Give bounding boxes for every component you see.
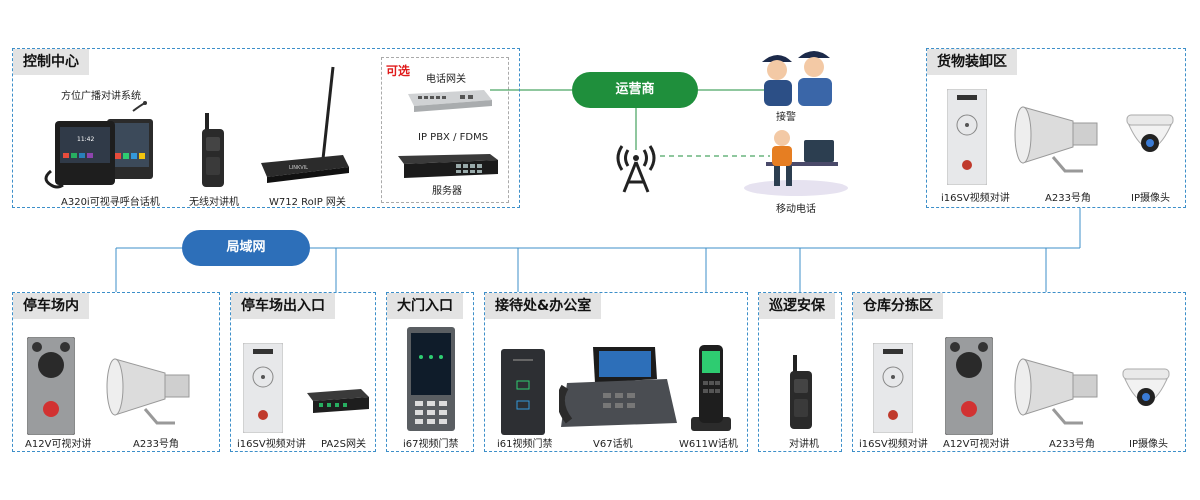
w712-label: W712 RoIP 网关 (269, 197, 346, 208)
warehouse-item-4: IP摄像头 (1129, 439, 1168, 450)
loading-area-title: 货物装卸区 (927, 49, 1017, 75)
carrier-pill: 运营商 (572, 72, 698, 108)
reception-item-1: i61视频门禁 (497, 439, 553, 450)
main-gate-title: 大门入口 (387, 293, 463, 319)
warehouse-item-1: i16SV视频对讲 (859, 439, 928, 450)
patrol-title: 巡逻安保 (759, 293, 835, 319)
mobile-label: 移动电话 (776, 204, 816, 215)
warehouse-title: 仓库分拣区 (853, 293, 943, 319)
parking-gate-item-1: i16SV视频对讲 (237, 439, 306, 450)
svg-text:LINKVIL: LINKVIL (289, 165, 308, 171)
horn-speaker-image (105, 353, 195, 425)
horn-speaker-image (1013, 353, 1103, 425)
gateway-label: 电话网关 (426, 74, 466, 85)
ip-camera-image (1123, 111, 1177, 169)
reception-title: 接待处&办公室 (485, 293, 602, 319)
patrol-box: 巡逻安保 对讲机 (758, 292, 842, 452)
control-center-title: 控制中心 (13, 49, 89, 75)
loading-item-1: i16SV视频对讲 (941, 193, 1010, 204)
a320i-label: A320i可视寻呼台话机 (61, 197, 160, 208)
a12v-intercom-image (26, 336, 76, 436)
mobile-user-image (742, 124, 850, 198)
control-center-box: 控制中心 方位广播对讲系统 11:42 A320i可视寻呼台话机 无线对讲机 (12, 48, 520, 208)
patrol-item-1: 对讲机 (789, 439, 819, 450)
main-gate-box: 大门入口 i67视频门禁 (386, 292, 474, 452)
server-label: 服务器 (432, 186, 462, 197)
i67-access-control-image (407, 327, 455, 431)
pa2s-gateway-image (305, 385, 371, 415)
loading-area-box: 货物装卸区 i16SV视频对讲 A233号角 IP摄像头 (926, 48, 1186, 208)
i16sv-intercom-image (872, 342, 914, 434)
reception-item-3: W611W话机 (679, 439, 738, 450)
i16sv-intercom-image (242, 342, 284, 434)
phone-gateway-image (404, 86, 494, 114)
loading-item-2: A233号角 (1045, 193, 1091, 204)
cell-tower-icon (612, 138, 660, 194)
broadcast-system-label: 方位广播对讲系统 (61, 91, 141, 102)
server-image (396, 150, 500, 178)
a12v-intercom-image (944, 336, 994, 436)
main-gate-item-1: i67视频门禁 (403, 439, 459, 450)
parking-gate-title: 停车场出入口 (231, 293, 335, 319)
parking-gate-item-2: PA2S网关 (321, 439, 366, 450)
i16sv-intercom-image (946, 88, 988, 186)
parking-in-item-2: A233号角 (133, 439, 179, 450)
optional-label: 可选 (386, 64, 411, 78)
police-officers-image (758, 48, 838, 106)
a320i-console-image: 11:42 (37, 101, 155, 191)
optional-box: 可选 电话网关 IP PBX / FDMS 服务器 (381, 57, 509, 203)
w611w-phone-image (685, 345, 735, 433)
ippbx-label: IP PBX / FDMS (418, 132, 489, 143)
parking-in-title: 停车场内 (13, 293, 89, 319)
w712-gateway-image: LINKVIL (253, 63, 353, 187)
parking-in-box: 停车场内 A12V可视对讲 A233号角 (12, 292, 220, 452)
radio-label: 无线对讲机 (189, 197, 239, 208)
parking-in-item-1: A12V可视对讲 (25, 439, 92, 450)
i61-access-control-image (501, 349, 545, 435)
lan-pill: 局域网 (182, 230, 310, 266)
loading-item-3: IP摄像头 (1131, 193, 1170, 204)
ip-camera-image (1119, 365, 1173, 423)
parking-gate-box: 停车场出入口 i16SV视频对讲 PA2S网关 (230, 292, 376, 452)
warehouse-item-3: A233号角 (1049, 439, 1095, 450)
reception-item-2: V67话机 (593, 439, 633, 450)
svg-text:11:42: 11:42 (77, 136, 94, 143)
horn-speaker-image (1013, 101, 1103, 173)
reception-box: 接待处&办公室 i61视频门禁 V67话机 W611W话机 (484, 292, 748, 452)
warehouse-item-2: A12V可视对讲 (943, 439, 1010, 450)
v67-phone-image (556, 343, 679, 429)
walkie-talkie-image (199, 113, 227, 189)
police-label: 接警 (776, 112, 796, 123)
walkie-talkie-image (787, 355, 815, 431)
warehouse-box: 仓库分拣区 i16SV视频对讲 A12V可视对讲 A233号角 IP摄像头 (852, 292, 1186, 452)
